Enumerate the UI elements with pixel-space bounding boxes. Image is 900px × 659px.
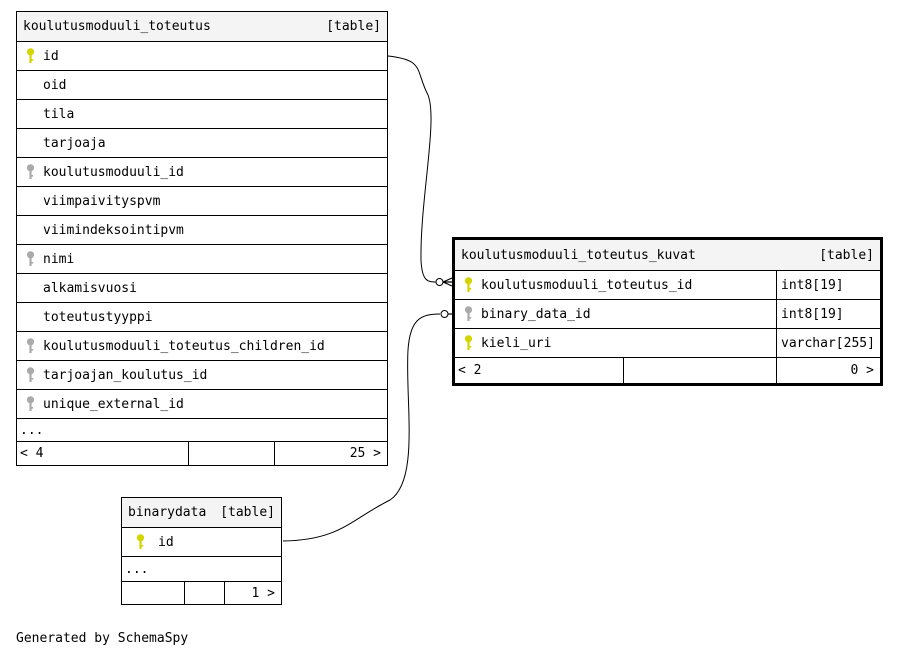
- column-row[interactable]: nimi: [17, 245, 387, 274]
- table-koulutusmoduuli-toteutus-kuvat[interactable]: koulutusmoduuli_toteutus_kuvat [table] k…: [452, 237, 883, 386]
- column-row[interactable]: koulutusmoduuli_toteutus_children_id: [17, 332, 387, 361]
- key-icon: [17, 338, 43, 354]
- column-name: koulutusmoduuli_toteutus_id: [481, 277, 693, 293]
- column-name: alkamisvuosi: [43, 280, 137, 296]
- footer-children[interactable]: 1 >: [224, 582, 281, 604]
- column-name: viimpaivityspvm: [43, 193, 161, 209]
- column-row[interactable]: toteutustyyppi: [17, 303, 387, 332]
- table-kind: [table]: [819, 247, 874, 263]
- key-icon: [455, 335, 481, 351]
- column-row[interactable]: alkamisvuosi: [17, 274, 387, 303]
- table-footer: < 2 0 >: [455, 358, 880, 383]
- column-row[interactable]: koulutusmoduuli_toteutus_id int8[19]: [455, 271, 880, 300]
- table-kind: [table]: [220, 505, 275, 520]
- column-row[interactable]: oid: [17, 71, 387, 100]
- column-name: kieli_uri: [481, 335, 552, 351]
- key-icon: [122, 534, 158, 550]
- generated-by-text: Generated by SchemaSpy: [16, 631, 189, 646]
- column-row[interactable]: kieli_uri varchar[255]: [455, 329, 880, 358]
- table-header: koulutusmoduuli_toteutus [table]: [17, 12, 387, 42]
- more-columns: ...: [17, 419, 387, 442]
- footer-parents[interactable]: [122, 582, 184, 604]
- table-header: binarydata [table]: [122, 498, 281, 528]
- column-row[interactable]: unique_external_id: [17, 390, 387, 419]
- table-footer: < 4 25 >: [17, 442, 387, 465]
- table-name: binarydata: [128, 505, 207, 520]
- footer-middle: [184, 582, 224, 604]
- column-row[interactable]: binary_data_id int8[19]: [455, 300, 880, 329]
- column-name: toteutustyyppi: [43, 309, 153, 325]
- column-name: koulutusmoduuli_toteutus_children_id: [43, 338, 325, 354]
- footer-middle: [623, 358, 776, 383]
- column-name: viimindeksointipvm: [43, 222, 184, 238]
- table-kind: [table]: [326, 19, 381, 34]
- column-name: tarjoaja: [43, 135, 106, 151]
- column-type: varchar[255]: [776, 329, 880, 357]
- footer-children[interactable]: 0 >: [776, 358, 880, 383]
- key-icon: [17, 251, 43, 267]
- column-name: koulutusmoduuli_id: [43, 164, 184, 180]
- column-name: nimi: [43, 251, 75, 267]
- column-type: int8[19]: [776, 300, 880, 328]
- key-icon: [17, 164, 43, 180]
- table-name: koulutusmoduuli_toteutus: [23, 19, 211, 34]
- more-columns: ...: [122, 557, 281, 582]
- column-row[interactable]: id: [17, 42, 387, 71]
- table-header: koulutusmoduuli_toteutus_kuvat [table]: [455, 240, 880, 271]
- footer-parents[interactable]: < 4: [20, 446, 44, 461]
- column-name: tarjoajan_koulutus_id: [43, 367, 208, 383]
- table-footer: 1 >: [122, 582, 281, 604]
- column-row[interactable]: tila: [17, 100, 387, 129]
- column-row[interactable]: tarjoaja: [17, 129, 387, 158]
- footer-parents[interactable]: < 2: [458, 363, 482, 378]
- table-name: koulutusmoduuli_toteutus_kuvat: [461, 247, 696, 263]
- column-name: id: [43, 48, 59, 64]
- column-name: tila: [43, 106, 75, 122]
- relationship-end-circle: [440, 310, 449, 318]
- key-icon: [17, 367, 43, 383]
- table-binarydata[interactable]: binarydata [table] id ... 1 >: [121, 497, 282, 605]
- footer-middle: [188, 442, 274, 465]
- relationship-end-circle: [435, 278, 444, 286]
- relationship-crowfoot: [442, 277, 453, 287]
- column-row[interactable]: viimindeksointipvm: [17, 216, 387, 245]
- column-name: oid: [43, 77, 67, 93]
- table-koulutusmoduuli-toteutus[interactable]: koulutusmoduuli_toteutus [table] id oid ti…: [16, 11, 388, 466]
- column-type: int8[19]: [776, 271, 880, 299]
- column-name: binary_data_id: [481, 306, 591, 322]
- key-icon: [455, 277, 481, 293]
- column-row[interactable]: viimpaivityspvm: [17, 187, 387, 216]
- key-icon: [17, 396, 43, 412]
- key-icon: [455, 306, 481, 322]
- column-name: unique_external_id: [43, 396, 184, 412]
- column-name: id: [158, 534, 174, 550]
- key-icon: [17, 48, 43, 64]
- column-row[interactable]: id: [122, 528, 281, 557]
- column-row[interactable]: koulutusmoduuli_id: [17, 158, 387, 187]
- footer-children[interactable]: 25 >: [274, 442, 387, 465]
- relationship-line-toteutus: [387, 55, 438, 283]
- column-row[interactable]: tarjoajan_koulutus_id: [17, 361, 387, 390]
